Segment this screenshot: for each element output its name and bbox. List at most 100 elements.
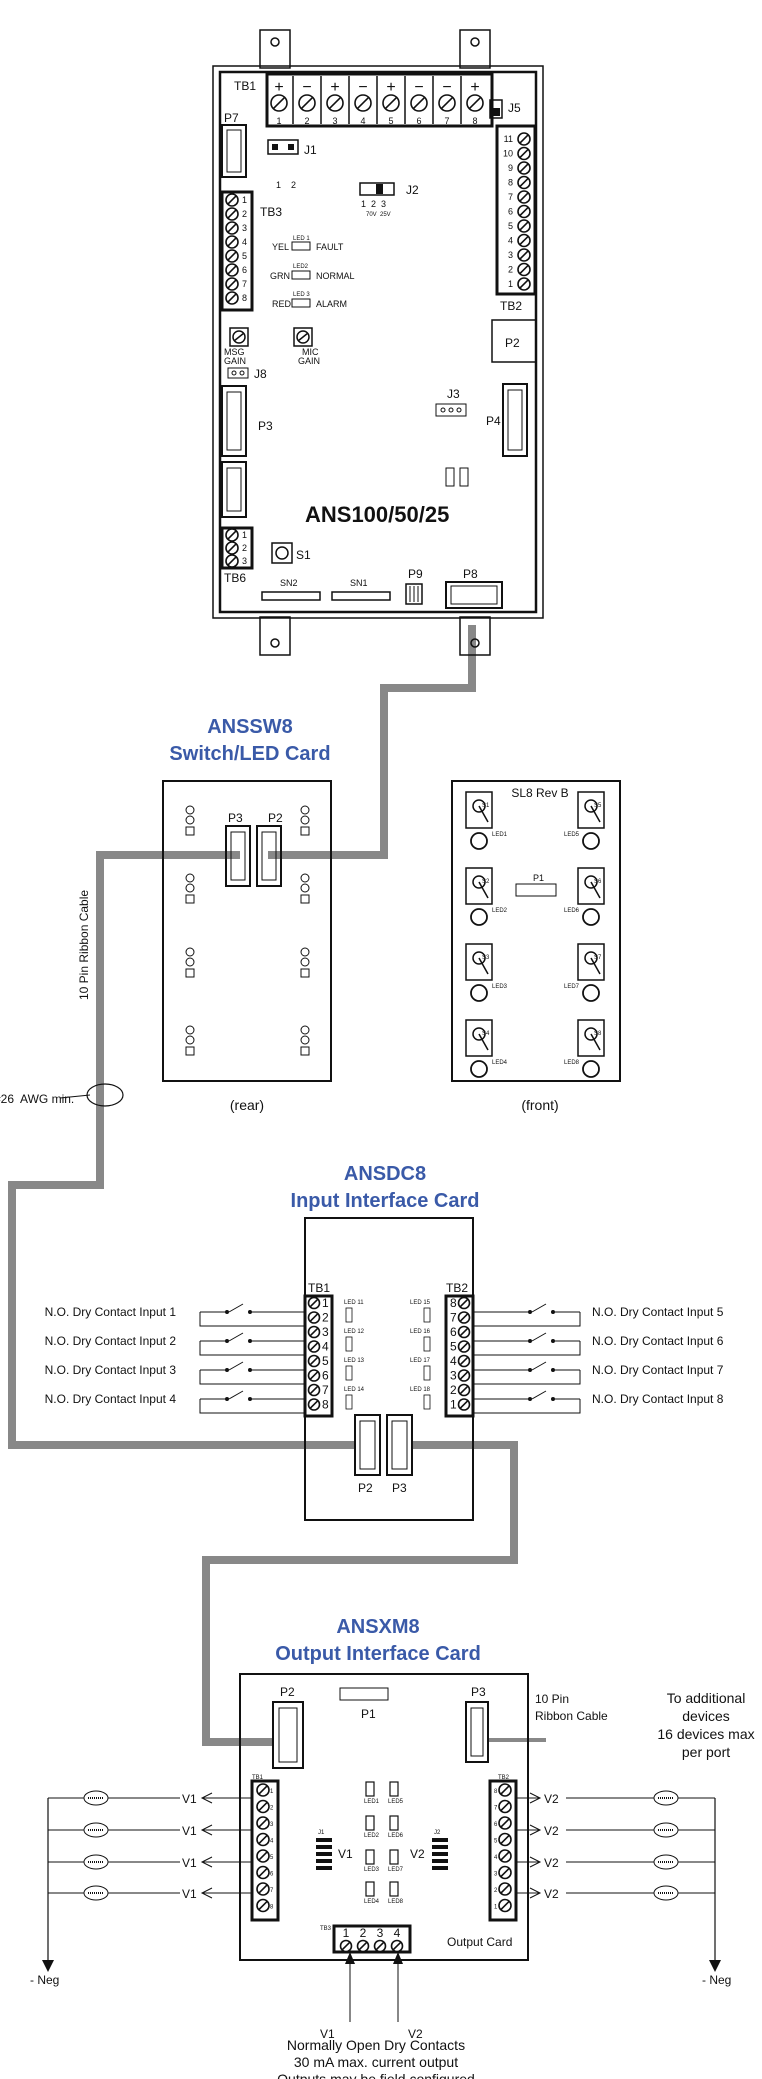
output-tb2-screw <box>498 1816 512 1830</box>
tb2-number: 10 <box>503 149 513 159</box>
input-tb2-screw <box>457 1354 471 1368</box>
v1-line-label: V1 <box>182 1824 197 1838</box>
sn1-label: SN1 <box>350 578 368 588</box>
tb3-screw <box>225 207 239 221</box>
tb2-screw <box>517 175 531 190</box>
j8-label: J8 <box>254 367 267 381</box>
output-led <box>365 1849 375 1865</box>
output-tb1-screw <box>256 1898 270 1913</box>
tb2-screw <box>517 190 531 204</box>
input-contact-label: N.O. Dry Contact Input 4 <box>45 1392 177 1406</box>
v2-feed-arrow <box>393 1952 403 1964</box>
input-contact-label: N.O. Dry Contact Input 3 <box>45 1363 177 1377</box>
output-led <box>365 1781 375 1797</box>
input-contact-label: N.O. Dry Contact Input 1 <box>45 1305 177 1319</box>
tb2-number: 6 <box>508 207 513 217</box>
tb2-number: 1 <box>508 279 513 289</box>
rear-led-group <box>300 947 310 978</box>
output-tb3-screw <box>356 1939 370 1953</box>
switch-front-label: (front) <box>521 1097 558 1113</box>
input-led <box>345 1365 353 1381</box>
input-led-label: LED 12 <box>344 1329 365 1335</box>
input-tb2-number: 2 <box>450 1383 457 1397</box>
input-tb1-number: 5 <box>322 1354 329 1368</box>
v1-line-label: V1 <box>182 1856 197 1870</box>
output-p1-label: P1 <box>361 1707 376 1721</box>
yel-label: YEL <box>272 242 289 252</box>
tb2-number: 4 <box>508 236 513 246</box>
input-tb2-screw <box>457 1325 471 1339</box>
input-tb2-screw <box>457 1340 471 1353</box>
tb3-number: 5 <box>242 251 247 261</box>
tb1-screw <box>298 94 316 112</box>
input-tb1-screw <box>307 1340 321 1353</box>
output-tb1-number: 2 <box>270 1806 274 1812</box>
input-contact-label: N.O. Dry Contact Input 8 <box>592 1392 724 1406</box>
output-v2-label: V2 <box>410 1847 425 1861</box>
output-tb1-screw <box>256 1865 270 1880</box>
v2-line-label: V2 <box>544 1856 559 1870</box>
tb1-sign: − <box>442 79 451 96</box>
p8-label: P8 <box>463 567 478 581</box>
input-contact-label: N.O. Dry Contact Input 7 <box>592 1363 724 1377</box>
output-led-label: LED4 <box>364 1899 380 1905</box>
rear-led-group <box>185 947 195 978</box>
alarm-label: ALARM <box>316 299 347 309</box>
rear-led-group <box>300 873 310 904</box>
tb3-label: TB3 <box>260 205 282 219</box>
output-tb1-screw <box>256 1882 270 1896</box>
j5-label: J5 <box>508 101 521 115</box>
input-tb1-number: 8 <box>322 1398 329 1412</box>
tb3-screw <box>225 235 239 249</box>
tb2-number: 3 <box>508 250 513 260</box>
input-tb2-number: 3 <box>450 1369 457 1383</box>
switch-card-front: SL8 Rev B P1 S1LED1S5LED5S2LED2S6LED6S3L… <box>451 780 621 1113</box>
j1-label: J1 <box>304 143 317 157</box>
output-tb3-screw <box>373 1939 387 1953</box>
input-led-label: LED 17 <box>410 1358 431 1364</box>
tb3-screw <box>225 221 239 235</box>
output-v1-device: V1 <box>48 1822 252 1838</box>
input-tb2-number: 8 <box>450 1296 457 1310</box>
s1-label: S1 <box>296 548 311 562</box>
output-led-label: LED8 <box>388 1899 404 1905</box>
tb1-screw <box>466 94 484 112</box>
j1-pins: 1 2 <box>276 180 296 190</box>
input-p3-label: P3 <box>392 1481 407 1495</box>
tb3-number: 4 <box>242 237 247 247</box>
p3-label: P3 <box>258 419 273 433</box>
tb3-screw <box>225 193 239 207</box>
input-tb2-number: 6 <box>450 1325 457 1339</box>
tb1-sign: − <box>358 79 367 96</box>
v2-line-label: V2 <box>544 1792 559 1806</box>
input-tb1-screw <box>307 1398 321 1411</box>
switch-card-title-2: Switch/LED Card <box>169 743 330 765</box>
tb2-screw <box>517 277 531 291</box>
j2-volts: 70V 25V <box>366 212 391 218</box>
tb6-number: 1 <box>242 530 247 540</box>
output-tb1-number: 4 <box>270 1839 274 1845</box>
input-tb2-number: 7 <box>450 1311 457 1325</box>
v1-bottom-label: V1 <box>320 2027 335 2041</box>
tb3-number: 6 <box>242 265 247 275</box>
output-led-label: LED6 <box>388 1833 404 1839</box>
front-led-label: LED7 <box>564 984 580 990</box>
input-led <box>423 1365 431 1381</box>
output-p2-label: P2 <box>280 1685 295 1699</box>
output-v2-device: V2 <box>516 1790 715 1806</box>
tb3-screw <box>225 249 239 263</box>
tb6-screw <box>225 541 239 555</box>
input-tb2-screw <box>457 1311 471 1324</box>
input-tb1-number: 2 <box>322 1311 329 1325</box>
rear-led-group <box>185 805 195 836</box>
p7-label: P7 <box>224 111 239 125</box>
input-contact-left: N.O. Dry Contact Input 2 <box>45 1332 305 1356</box>
output-p3-label: P3 <box>471 1685 486 1699</box>
output-tb2-screw <box>498 1832 512 1847</box>
